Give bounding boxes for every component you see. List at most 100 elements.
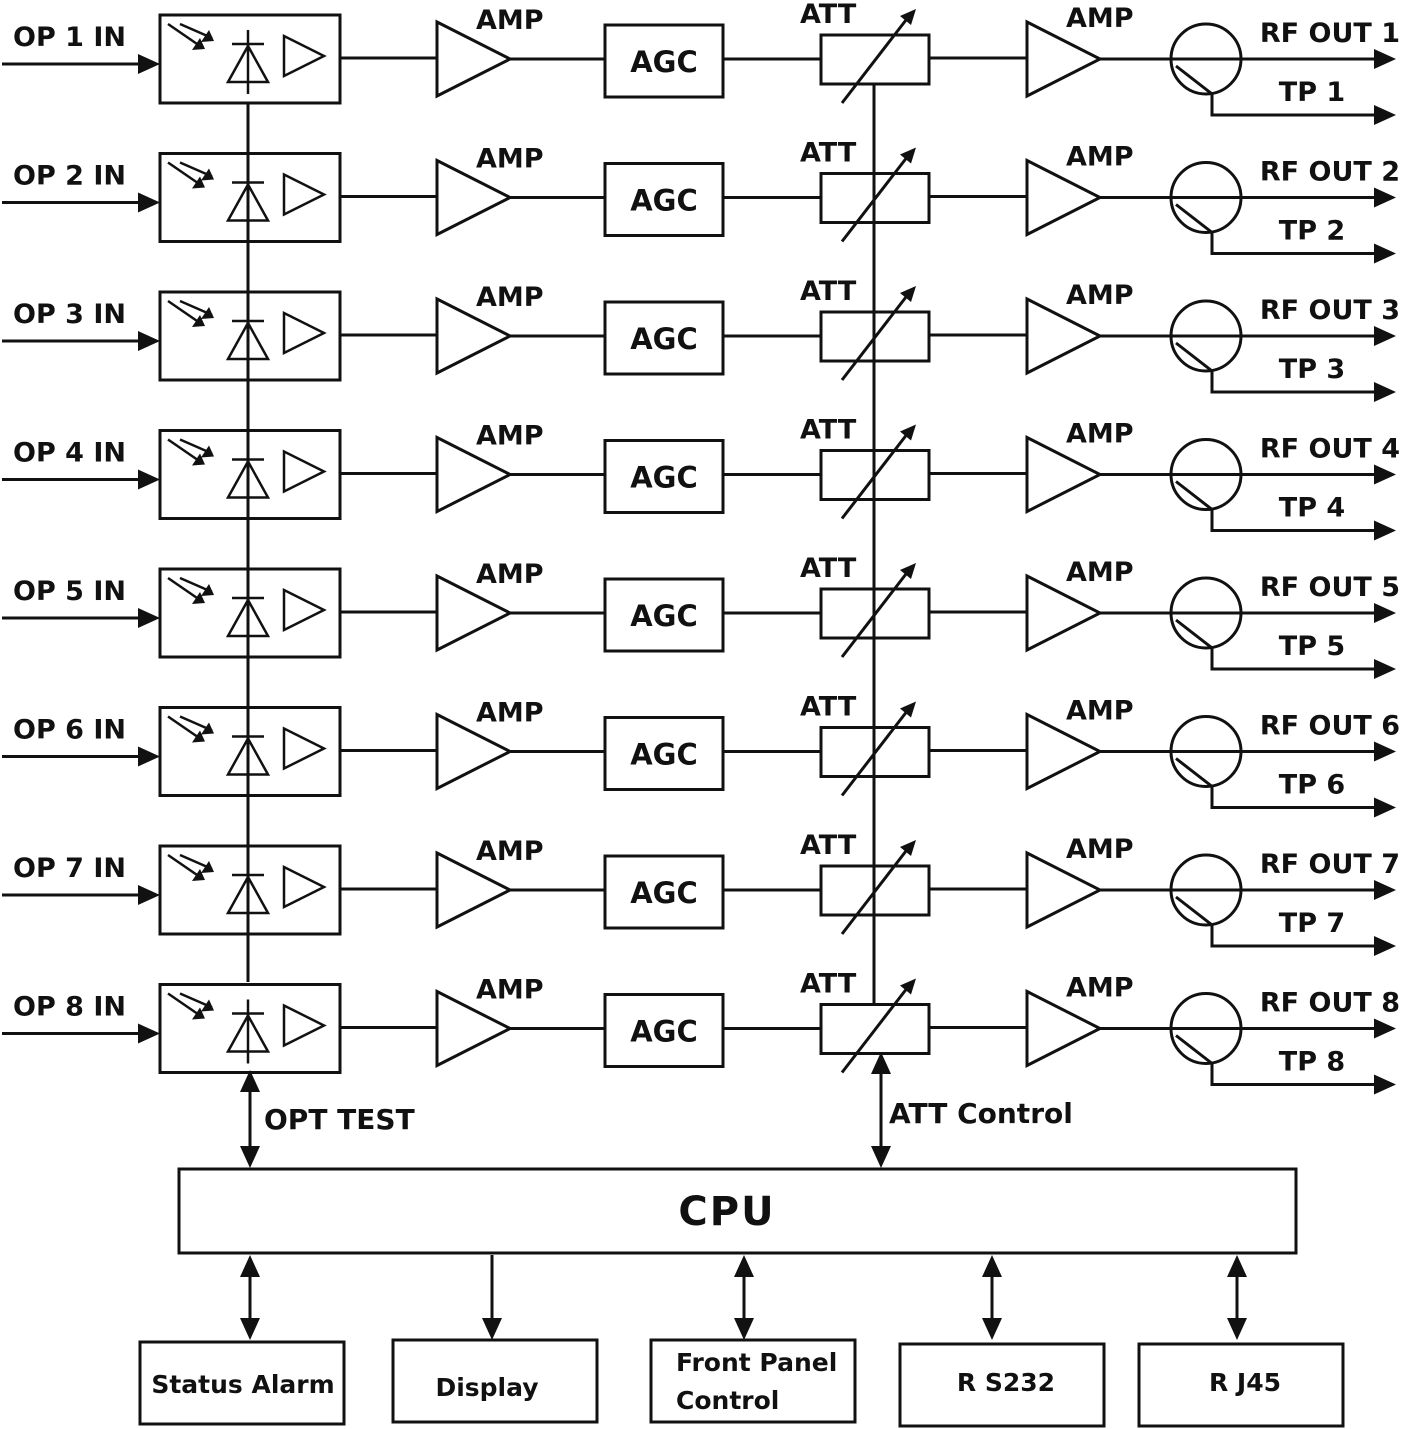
test-point-label: TP 5 [1279, 631, 1345, 662]
rs232-label: R S232 [957, 1368, 1055, 1397]
opt-test-link [240, 1070, 260, 1168]
light-arrows-icon [167, 576, 214, 604]
rf-out-label: RF OUT 2 [1260, 157, 1400, 188]
cpu-block [177, 1167, 1298, 1255]
test-point-label: TP 7 [1279, 908, 1345, 939]
variable-arrow-head [900, 563, 916, 579]
preamp-icon [282, 449, 327, 494]
attenuator-label: ATT [800, 138, 857, 169]
agc-block [603, 577, 725, 653]
att-control-link [871, 1052, 891, 1168]
test-point-line [1175, 480, 1380, 532]
attenuator-label: ATT [800, 969, 857, 1000]
agc-label: AGC [630, 461, 698, 495]
amplifier-2-label: AMP [1066, 834, 1134, 865]
amplifier-2-label: AMP [1066, 973, 1134, 1004]
rj45-label: R J45 [1209, 1368, 1281, 1397]
agc-label: AGC [630, 876, 698, 910]
amplifier-2-label: AMP [1066, 280, 1134, 311]
amplifier-1-icon [435, 158, 514, 237]
amplifier-2-label: AMP [1066, 419, 1134, 450]
test-point-label: TP 6 [1279, 770, 1345, 801]
display-link [482, 1255, 502, 1340]
light-arrows-icon [167, 853, 214, 881]
amplifier-1-label: AMP [476, 975, 544, 1006]
variable-arrow-head [900, 840, 916, 856]
attenuator-label: ATT [800, 692, 857, 723]
light-arrows-icon [167, 299, 214, 327]
input-label: OP 4 IN [13, 438, 126, 469]
amplifier-1-label: AMP [476, 5, 544, 36]
amplifier-1-icon [435, 989, 514, 1068]
agc-block [603, 300, 725, 376]
rf-out-label: RF OUT 8 [1260, 988, 1400, 1019]
amplifier-1-label: AMP [476, 836, 544, 867]
input-label: OP 1 IN [13, 22, 126, 53]
preamp-icon [282, 1003, 327, 1048]
amplifier-1-label: AMP [476, 282, 544, 313]
preamp-icon [282, 587, 327, 633]
amplifier-1-label: AMP [476, 144, 544, 175]
rf-out-label: RF OUT 6 [1260, 711, 1400, 742]
variable-arrow-head [900, 424, 916, 441]
amplifier-2-label: AMP [1066, 3, 1134, 34]
agc-label: AGC [630, 322, 698, 356]
preamp-icon [282, 726, 327, 771]
test-point-line [1175, 64, 1380, 117]
opt-test-label: OPT TEST [264, 1103, 415, 1136]
front-panel-label-line1: Front Panel [676, 1348, 837, 1377]
amplifier-1-icon [435, 712, 514, 791]
amplifier-2-icon [1025, 989, 1104, 1068]
status-alarm-label: Status Alarm [151, 1370, 334, 1399]
rs232-link [982, 1255, 1002, 1340]
test-point-line [1175, 895, 1380, 948]
input-label: OP 2 IN [13, 161, 126, 192]
test-point-label: TP 1 [1279, 77, 1345, 108]
agc-block [603, 993, 725, 1068]
amplifier-1-icon [435, 435, 514, 514]
light-arrows-icon [167, 992, 214, 1020]
amplifier-1-icon [435, 850, 514, 930]
variable-arrow-head [900, 147, 916, 164]
variable-arrow-line [840, 19, 908, 104]
agc-label: AGC [630, 1015, 698, 1049]
preamp-icon [282, 310, 327, 356]
variable-arrow-head [900, 9, 916, 25]
agc-label: AGC [630, 738, 698, 772]
amplifier-2-icon [1025, 573, 1104, 653]
agc-label: AGC [630, 599, 698, 633]
variable-arrow-line [840, 988, 908, 1074]
photodiode-icon [225, 999, 271, 1064]
test-point-label: TP 8 [1279, 1047, 1345, 1078]
amplifier-1-icon [435, 573, 514, 653]
test-point-line [1175, 341, 1380, 394]
preamp-icon [282, 172, 327, 217]
agc-block [603, 23, 725, 99]
test-point-label: TP 4 [1279, 493, 1345, 524]
attenuator-label: ATT [800, 830, 857, 861]
amplifier-1-label: AMP [476, 421, 544, 452]
rf-out-label: RF OUT 4 [1260, 434, 1400, 465]
light-arrows-icon [167, 438, 214, 466]
variable-arrow-head [900, 978, 916, 995]
agc-block [603, 439, 725, 514]
amplifier-1-icon [435, 296, 514, 376]
light-arrows-icon [167, 22, 214, 50]
display-label: Display [435, 1373, 538, 1402]
preamp-icon [282, 864, 327, 910]
amplifier-2-label: AMP [1066, 557, 1134, 588]
rs232-box [898, 1342, 1106, 1428]
amplifier-2-icon [1025, 435, 1104, 514]
preamp-icon [282, 33, 327, 79]
test-point-line [1175, 1034, 1380, 1086]
amplifier-2-label: AMP [1066, 696, 1134, 727]
att-control-label: ATT Control [889, 1097, 1073, 1130]
light-arrows-icon [167, 161, 214, 189]
agc-block [603, 854, 725, 930]
front-panel-label-line2: Control [676, 1386, 779, 1415]
display-box [391, 1338, 599, 1424]
input-label: OP 5 IN [13, 576, 126, 607]
